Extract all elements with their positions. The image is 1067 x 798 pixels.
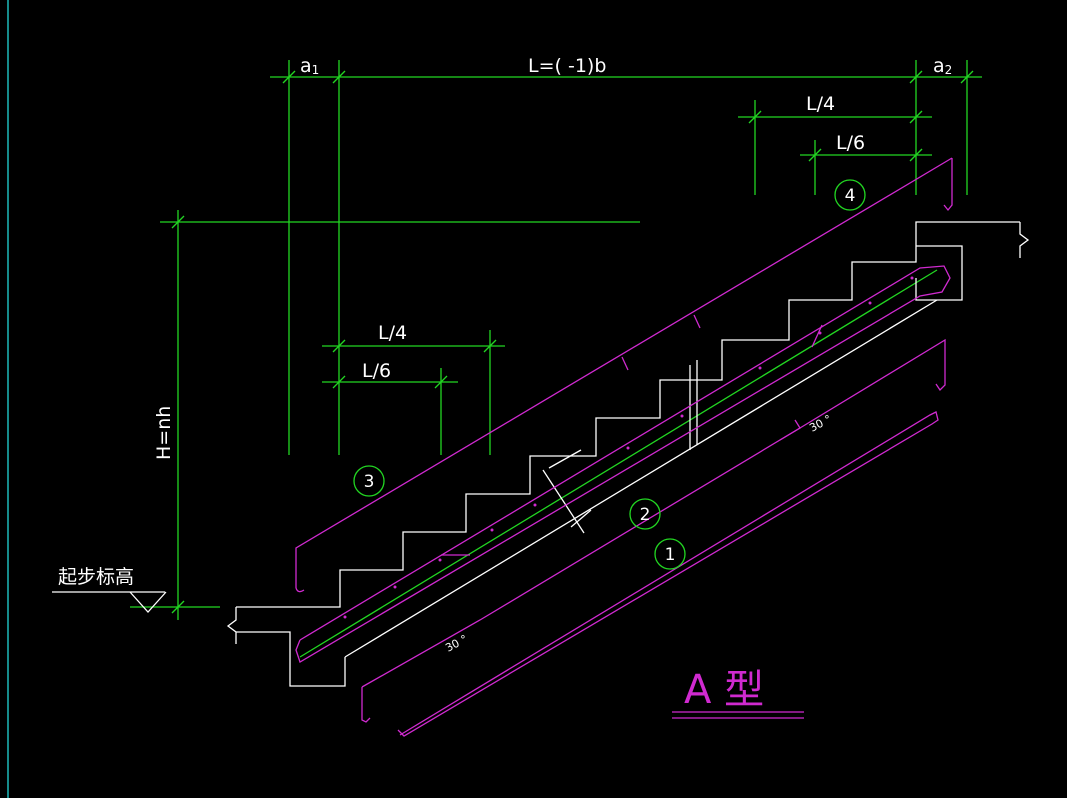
dimension-lines [52,60,982,658]
dim-l4-bottom-label: L/4 [378,322,407,344]
start-elevation-label: 起步标高 [58,566,134,588]
dim-l4-top-label: L/4 [806,93,835,115]
stair-outline [226,221,1030,687]
svg-text:2: 2 [640,505,651,525]
dim-length-label: L=( -1)b [528,55,606,77]
rebar-2 [295,265,951,663]
dim-height-label: H=nh [153,406,175,460]
svg-text:1: 1 [665,545,676,565]
angle-lower-label: 30 ° [443,632,469,654]
rebar-3 [295,157,953,588]
marker-4: 4 [834,179,866,211]
marker-2: 2 [629,498,661,530]
marker-3: 3 [353,465,385,497]
rebars [295,157,953,737]
svg-text:4: 4 [845,186,856,206]
dim-l6-bottom-label: L/6 [362,360,391,382]
marker-1: 1 [654,538,686,570]
dim-a1-label: a1 [300,55,319,77]
rebar-1 [397,411,939,737]
angle-upper-label: 30 ° [807,412,833,434]
type-title: A 型 [684,667,764,713]
rebar-4 [943,158,953,212]
dim-l6-top-label: L/6 [836,132,865,154]
dim-a2-label: a2 [933,55,952,77]
svg-text:3: 3 [364,472,375,492]
